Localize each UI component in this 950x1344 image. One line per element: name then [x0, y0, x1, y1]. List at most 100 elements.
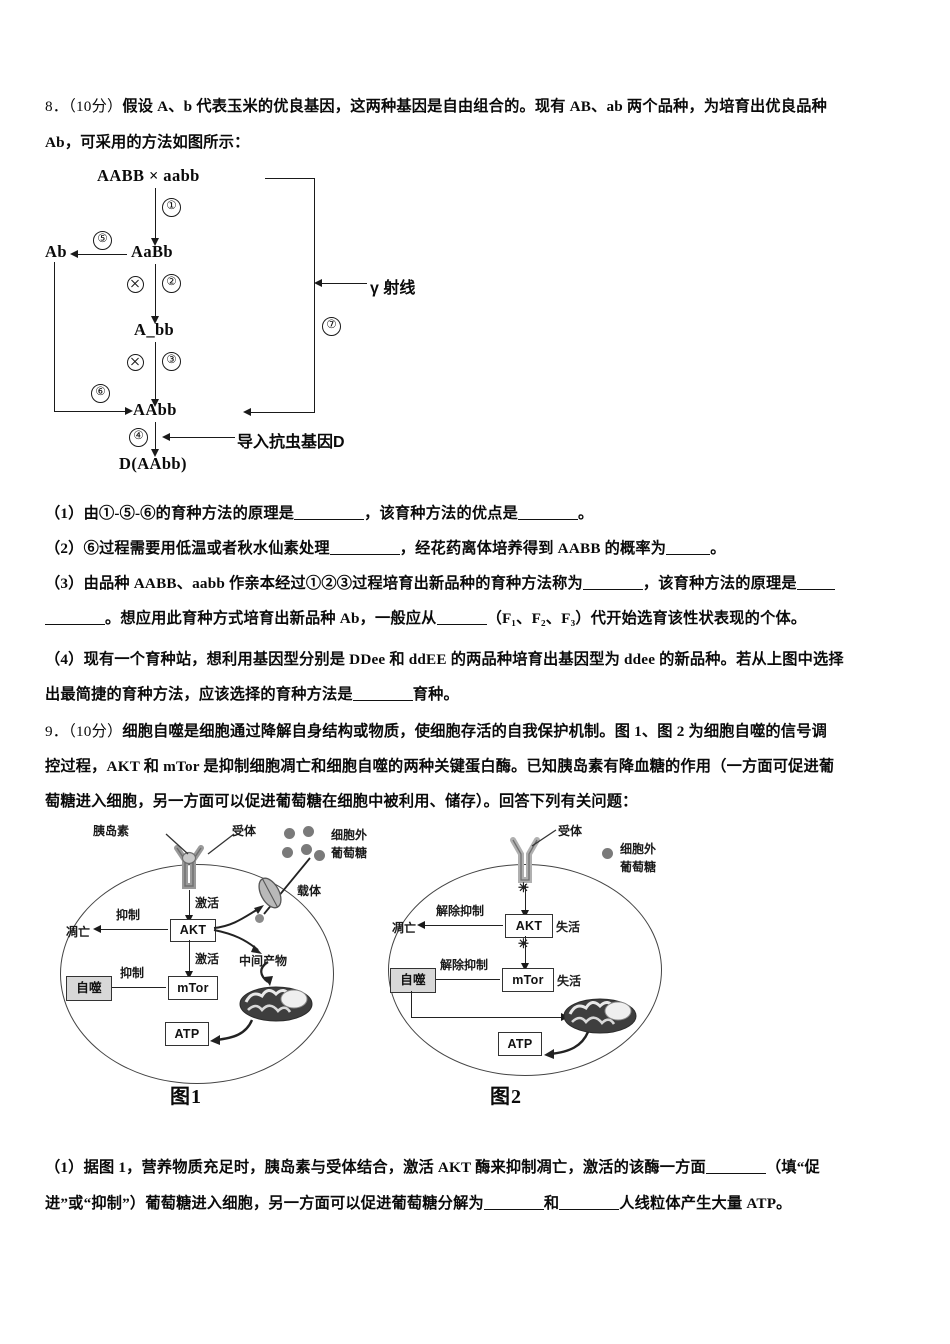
edge-akt-to-mtor: [189, 940, 190, 974]
label-gamma-ray: γ 射线: [370, 280, 416, 297]
q8-sub3-blank4[interactable]: [436, 624, 487, 625]
edge-mitochondrion-to-atp-fig2: [544, 1031, 590, 1059]
q9-stem-line2: 控过程，AKT 和 mTor 是抑制细胞凋亡和细胞自噬的两种关键蛋白酶。已知胰岛…: [45, 758, 835, 775]
autophagy-box-fig1: 自噬: [66, 976, 112, 1001]
q8-number: 8．: [45, 98, 69, 115]
arrowhead-4: [151, 449, 159, 457]
edge-transgene: [169, 437, 235, 438]
node-final: D(AAbb): [119, 454, 187, 473]
label-apoptosis-fig2: 凋亡: [392, 921, 417, 935]
edge-akt-to-apoptosis-fig2: [424, 925, 503, 926]
atp-box-fig2: ATP: [498, 1032, 542, 1056]
label-extracellular-fig1-l2: 葡萄糖: [331, 846, 368, 860]
q8-sub1: （1）由①-⑤-⑥的育种方法的原理是，该育种方法的优点是。: [45, 506, 593, 521]
label-activate-2: 激活: [195, 952, 220, 966]
q8-sub1-seg2: ，该育种方法的优点是: [364, 505, 518, 522]
atp-box-fig1: ATP: [165, 1022, 209, 1046]
edge-1: [155, 188, 156, 240]
label-akt-inactive: 失活: [556, 920, 581, 934]
glucose-dot: [303, 826, 314, 837]
q8-sub4-seg1: 出最简捷的育种方法，应该选择的育种方法是: [45, 686, 353, 703]
q9-sub1-seg5: 人线粒体产生大量 ATP。: [619, 1195, 792, 1212]
akt-box-fig2: AKT: [505, 914, 553, 938]
q8-sub3-line2: 。想应用此育种方式培育出新品种 Ab，一般应从（F₁、F₂、F₃）代开始选育该性…: [45, 611, 806, 626]
label-transgene: 导入抗虫基因D: [237, 434, 345, 451]
step-label-7: ⑦: [322, 317, 341, 336]
figure1-caption: 图1: [170, 1086, 202, 1108]
q8-sub3-blank3[interactable]: [45, 624, 105, 625]
q8-sub2-blank2[interactable]: [666, 554, 711, 555]
mtor-box-fig2: mTor: [502, 968, 554, 992]
q8-sub3-seg3: 。想应用此育种方式培育出新品种 Ab，一般应从: [105, 610, 437, 627]
node-a-bb: A_bb: [134, 320, 175, 339]
q8-stem-line1: 8．（10分）假设 A、b 代表玉米的优良基因，这两种基因是自由组合的。现有 A…: [45, 99, 827, 114]
label-receptor-fig1: 受体: [232, 824, 257, 838]
step-label-3: ③: [162, 352, 181, 371]
cell-membrane-outline: [60, 864, 334, 1084]
edge-autophagy-down: [411, 991, 412, 1018]
q8-sub3-blank1[interactable]: [582, 589, 643, 590]
glucose-dot: [282, 847, 293, 858]
q8-sub2-seg3: 。: [710, 540, 726, 557]
step-label-5: ⑤: [93, 231, 112, 250]
q8-sub3-blank2[interactable]: [796, 589, 835, 590]
q8-stem-line2: Ab，可采用的方法如图所示：: [45, 134, 250, 151]
mitochondrion-icon: [239, 986, 313, 1022]
q9-sub1-seg4: 和: [543, 1195, 560, 1212]
carrier-protein-icon: [258, 877, 282, 909]
self-cross-symbol-2: [127, 276, 144, 293]
edge-gamma-to-aabb: [250, 412, 315, 413]
arrowhead-5: [70, 250, 78, 258]
q9-stem-text1: 细胞自噬是细胞通过降解自身结构或物质，使细胞存活的自我保护机制。图 1、图 2 …: [122, 723, 827, 740]
arrowhead-akt-to-mtor-blocked: [521, 963, 529, 971]
q9-sub1-seg2: （填“促: [765, 1159, 820, 1176]
autophagy-box-fig2: 自噬: [390, 968, 436, 993]
edge-receptor-to-akt: [189, 890, 190, 918]
label-release-inhibit-2: 解除抑制: [440, 958, 489, 972]
insulin-pointer-lines: [165, 833, 235, 855]
q8-sub2-seg1: （2）⑥过程需要用低温或者秋水仙素处理: [45, 540, 330, 557]
glucose-dot-internal: [255, 914, 264, 923]
label-release-inhibit-1: 解除抑制: [436, 904, 485, 918]
q9-sub1-blank3[interactable]: [559, 1209, 620, 1210]
arrowhead-gamma-ray: [314, 279, 322, 287]
q9-points: （10分）: [68, 723, 123, 740]
q9-sub1-blank2[interactable]: [483, 1209, 544, 1210]
arrowhead-gamma-to-aabb: [243, 408, 251, 416]
q9-sub1-line1: （1）据图 1，营养物质充足时，胰岛素与受体结合，激活 AKT 酶来抑制凋亡，激…: [45, 1160, 820, 1175]
q8-sub4-blank1[interactable]: [352, 700, 413, 701]
label-inhibit-2: 抑制: [120, 966, 145, 980]
label-inhibit-1: 抑制: [116, 908, 141, 922]
block-symbol-2: ✳: [518, 936, 529, 951]
step-label-1: ①: [162, 198, 181, 217]
edge-akt-to-carrier-and-intermediate: [213, 905, 264, 954]
label-extracellular-fig2-l1: 细胞外: [620, 842, 657, 856]
glucose-dot: [284, 828, 295, 839]
node-parents: AABB × aabb: [97, 166, 200, 185]
q8-stem-text1: 假设 A、b 代表玉米的优良基因，这两种基因是自由组合的。现有 AB、ab 两个…: [122, 98, 827, 115]
edge-intermediate-to-mitochondrion: [260, 961, 273, 986]
q8-sub2-blank1[interactable]: [329, 554, 400, 555]
arrowhead-6: [125, 407, 133, 415]
edge-mtor-to-autophagy-fig2: [432, 979, 500, 980]
edge-akt-to-apoptosis: [100, 929, 168, 930]
self-cross-symbol-3: [127, 354, 144, 371]
block-symbol-1: ✳: [518, 880, 529, 895]
edge-3: [155, 342, 156, 402]
step-label-4: ④: [129, 428, 148, 447]
arrowhead-3: [151, 399, 159, 407]
q9-sub1-blank1[interactable]: [705, 1173, 766, 1174]
glucose-dot: [602, 848, 613, 859]
label-receptor-fig2: 受体: [558, 824, 583, 838]
q8-sub2-seg2: ，经花药离体培养得到 AABB 的概率为: [399, 540, 667, 557]
label-activate-1: 激活: [195, 896, 220, 910]
q8-sub1-blank2[interactable]: [518, 519, 578, 520]
edge-receptor-to-akt-blocked: [525, 884, 526, 912]
cell-membrane-outline: [388, 864, 662, 1076]
q8-sub4-seg2: 育种。: [412, 686, 459, 703]
label-extracellular-fig1-l1: 细胞外: [331, 828, 368, 842]
arrowhead-2: [151, 316, 159, 324]
q8-sub1-blank1[interactable]: [294, 519, 365, 520]
label-apoptosis-fig1: 凋亡: [66, 925, 91, 939]
